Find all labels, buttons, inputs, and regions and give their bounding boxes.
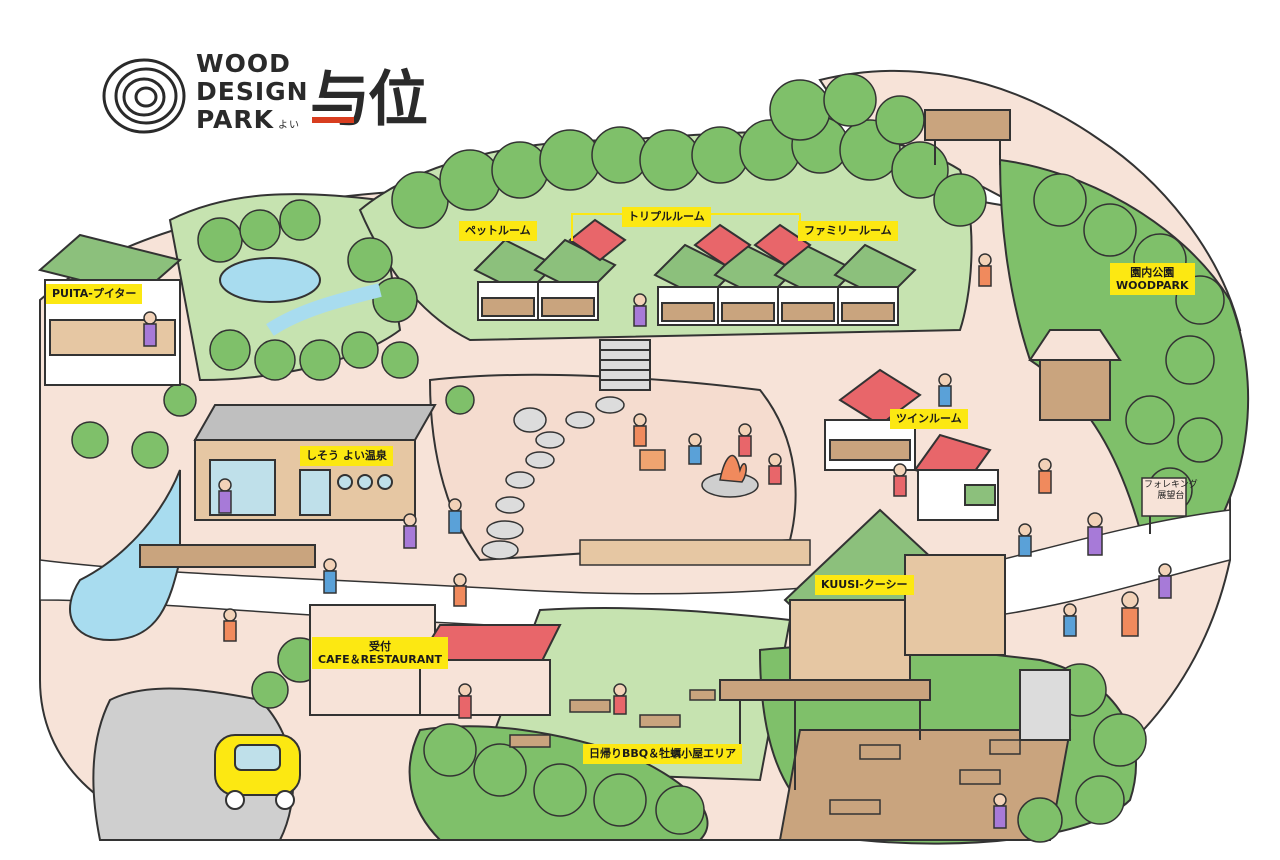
label-park[interactable]: 園内公園 WOODPARK: [1110, 263, 1195, 295]
park-tower: [924, 109, 1122, 421]
label-family-room[interactable]: ファミリールーム: [798, 221, 898, 241]
logo: WOOD DESIGN PARK よい 与位: [100, 50, 460, 150]
cabins: [473, 218, 917, 391]
logo-kanji: 与位: [310, 65, 428, 135]
logo-line-3-text: PARK: [196, 105, 274, 134]
logo-wordmark: WOOD DESIGN PARK よい: [196, 50, 309, 134]
label-pet-room[interactable]: ペットルーム: [459, 221, 537, 241]
label-onsen[interactable]: しそう よい温泉: [300, 446, 393, 466]
label-reception-line2: CAFE＆RESTAURANT: [318, 653, 442, 666]
observation-sign-text: フォレキング 展望台: [1144, 480, 1198, 502]
label-bbq[interactable]: 日帰りBBQ＆牡蠣小屋エリア: [583, 744, 743, 764]
kuusi-building: [719, 508, 1071, 790]
logo-reading: よい: [278, 120, 300, 131]
bbq-tables: [509, 689, 1021, 815]
label-kuusi[interactable]: KUUSI-クーシー: [815, 575, 914, 595]
plaza-features: [481, 396, 811, 566]
logo-line-3: PARK よい: [196, 106, 309, 134]
label-reception-line1: 受付: [368, 640, 391, 653]
label-reception[interactable]: 受付 CAFE＆RESTAURANT: [312, 637, 448, 669]
label-twin-room[interactable]: ツインルーム: [890, 409, 968, 429]
onsen-pond: [219, 257, 382, 336]
label-park-line2: WOODPARK: [1116, 279, 1189, 292]
visitors: [143, 253, 1172, 829]
onsen-building: [139, 404, 437, 568]
logo-line-1: WOOD: [196, 49, 291, 78]
observation-sign-line1: フォレキング: [1144, 480, 1198, 490]
label-triple-room[interactable]: トリプルルーム: [622, 207, 711, 227]
observation-sign-line2: 展望台: [1157, 491, 1185, 501]
observation-sign: [1141, 477, 1187, 534]
twin-room-buildings: [824, 368, 999, 521]
logo-accent-bar: [312, 117, 354, 123]
logo-line-2: DESIGN: [196, 77, 309, 106]
van: [214, 734, 301, 810]
label-park-line1: 園内公園: [1130, 266, 1175, 279]
puita-building: [37, 233, 183, 386]
label-puita[interactable]: PUITA-プイター: [46, 284, 143, 304]
tree-rings-logo-icon: [102, 58, 186, 134]
